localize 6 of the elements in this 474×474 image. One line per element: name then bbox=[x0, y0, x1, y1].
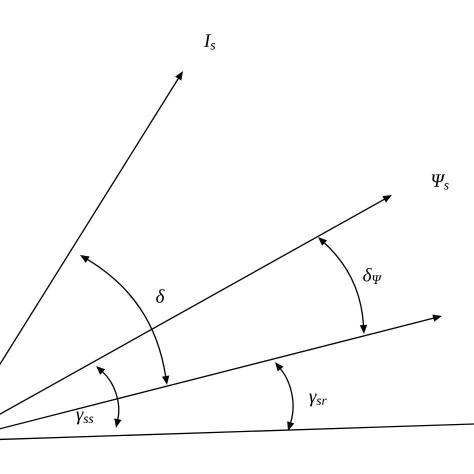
angle-label: γ$_{sr}$ bbox=[309, 394, 327, 406]
angle-label: γ$_{ss}$ bbox=[76, 412, 94, 424]
vector-label: I$_{s}$ bbox=[204, 34, 216, 50]
angle-label: δ bbox=[156, 289, 165, 303]
vector-label: Ψ$_{s}$ bbox=[432, 174, 449, 190]
angle-label: δ$_{Ψ}$ bbox=[363, 268, 382, 284]
